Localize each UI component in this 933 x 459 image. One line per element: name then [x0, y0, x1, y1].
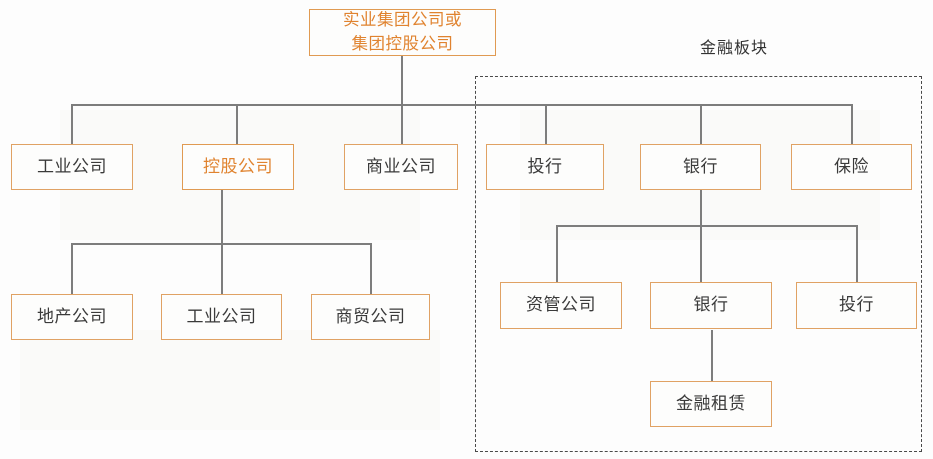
connector-level3-right-bus	[556, 225, 857, 227]
connector-drop-insurance	[851, 104, 853, 144]
node-insurance[interactable]: 保险	[791, 144, 912, 190]
connector-drop-industrial-2	[221, 243, 223, 294]
connector-bank-stem	[700, 190, 702, 226]
connector-drop-bank-2	[700, 225, 702, 282]
node-asset-management-company[interactable]: 资管公司	[500, 282, 622, 329]
node-bank-sub[interactable]: 银行	[650, 282, 772, 329]
node-real-estate-company[interactable]: 地产公司	[11, 294, 133, 340]
node-trade-company[interactable]: 商贸公司	[311, 294, 430, 340]
connector-lease-stem	[711, 330, 713, 381]
node-bank[interactable]: 银行	[640, 144, 761, 190]
node-parent-group-company[interactable]: 实业集团公司或 集团控股公司	[309, 9, 496, 56]
connector-holding-stem	[221, 190, 223, 244]
connector-drop-bank	[700, 104, 702, 144]
financial-sector-group-box	[475, 76, 922, 452]
connector-level2-bus	[71, 104, 852, 106]
connector-root-stem	[401, 56, 403, 105]
node-industrial-company-sub[interactable]: 工业公司	[161, 294, 282, 340]
connector-drop-asset-mgmt	[556, 225, 558, 282]
connector-drop-holding	[236, 104, 238, 144]
node-investment-bank-sub[interactable]: 投行	[796, 282, 917, 329]
node-financial-leasing[interactable]: 金融租赁	[650, 381, 772, 427]
connector-drop-investment-bank-2	[856, 225, 858, 282]
connector-drop-industrial	[71, 104, 73, 144]
financial-sector-group-label: 金融板块	[700, 40, 769, 57]
connector-drop-investment-bank	[545, 104, 547, 144]
connector-drop-trade	[370, 243, 372, 294]
node-holding-company[interactable]: 控股公司	[182, 144, 294, 190]
node-investment-bank[interactable]: 投行	[486, 144, 604, 190]
background-wash-bottom	[20, 330, 440, 430]
connector-drop-realestate	[71, 243, 73, 294]
node-industrial-company[interactable]: 工业公司	[11, 144, 133, 190]
connector-drop-commercial	[401, 104, 403, 144]
node-commercial-company[interactable]: 商业公司	[344, 144, 458, 190]
